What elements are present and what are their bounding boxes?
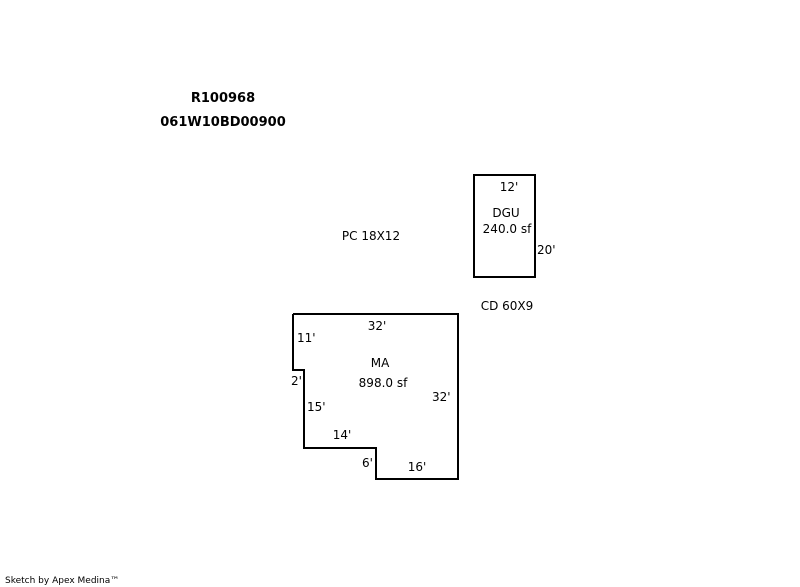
garage-dim-width: 12' [500,180,519,194]
sketch-credit: Sketch by Apex Medina™ [5,576,119,586]
main-dim-right: 32' [432,390,451,404]
garage-dim-length: 20' [537,243,556,257]
main-dim-top: 32' [368,319,387,333]
main-dim-step: 14' [333,428,352,442]
garage-area: 240.0 sf [483,222,532,236]
main-dim-notch: 2' [291,374,302,388]
main-dim-left-lower: 15' [307,400,326,414]
main-area: 898.0 sf [359,376,408,390]
account-id: R100968 [191,91,255,106]
deck-label: CD 60X9 [481,299,534,313]
garage-name: DGU [492,206,519,220]
main-dim-bottom: 16' [408,460,427,474]
main-name: MA [371,356,390,370]
map-tax-lot: 061W10BD00900 [160,115,286,130]
patio-label: PC 18X12 [342,229,400,243]
main-dim-step-drop: 6' [362,456,373,470]
garage-outline [473,174,536,278]
main-dim-left-upper: 11' [297,331,316,345]
main-house-outline [292,313,459,480]
